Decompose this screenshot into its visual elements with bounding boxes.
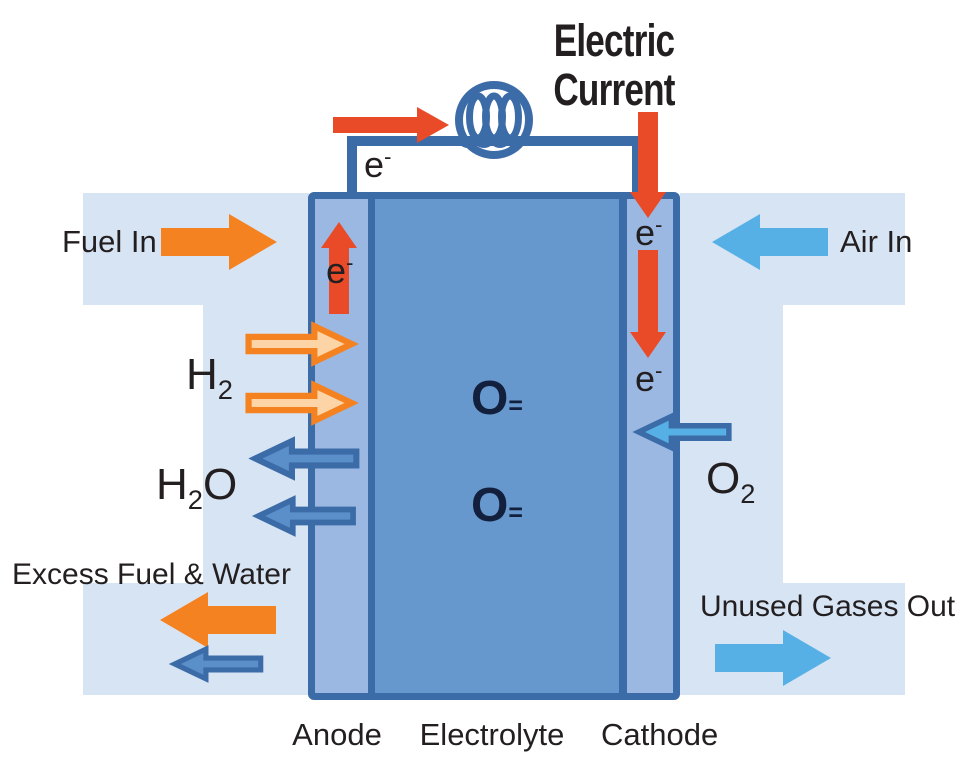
inductor-coil-icon — [455, 81, 533, 159]
h2o-arrow-1 — [248, 436, 360, 481]
electron-symbol: e — [635, 358, 656, 399]
title-line-2: Current — [553, 64, 675, 115]
air-in-arrow — [712, 214, 828, 270]
excess-water-arrow — [168, 645, 264, 683]
h2-arrow-1 — [245, 321, 359, 367]
oxide-charge: = — [508, 499, 523, 527]
electron-arrow-cathode-down — [630, 250, 666, 358]
oxide-ion-label-1: O= — [471, 372, 523, 425]
fuel-in-label: Fuel In — [62, 224, 157, 259]
h2-arrow-2 — [245, 380, 359, 426]
oxide-charge: = — [508, 392, 523, 420]
unused-gases-out-label: Unused Gases Out — [700, 590, 956, 623]
anode-electrolyte-boundary — [368, 199, 375, 693]
fuel-in-arrow — [161, 214, 277, 270]
excess-fuel-water-label: Excess Fuel & Water — [12, 558, 291, 591]
electron-symbol: e — [635, 212, 656, 253]
air-in-label: Air In — [840, 224, 913, 259]
o2-label: O2 — [706, 454, 755, 507]
o2-symbol: O — [706, 454, 741, 503]
o2-arrow — [632, 412, 732, 452]
circuit-wire-right — [632, 140, 642, 196]
anode-label: Anode — [292, 717, 382, 752]
diagram-title: Electric Current — [536, 16, 692, 114]
electron-charge: - — [655, 212, 663, 237]
h2-subscript: 2 — [217, 373, 233, 405]
h2o-h-symbol: H — [156, 460, 188, 509]
cathode-label: Cathode — [601, 717, 719, 752]
excess-fuel-arrow — [160, 592, 276, 648]
title-line-1: Electric — [553, 15, 675, 66]
h2o-subscript: 2 — [187, 483, 203, 515]
electron-label-cathode-1: e- — [635, 212, 663, 253]
oxide-symbol: O — [471, 372, 509, 425]
electron-label-cathode-2: e- — [635, 358, 663, 399]
electrolyte-cathode-boundary — [619, 199, 627, 693]
electron-label-anode: e- — [326, 250, 354, 291]
electron-charge: - — [655, 358, 663, 383]
unused-gases-out-arrow — [715, 630, 831, 686]
current-arrow-top — [333, 107, 449, 143]
fuel-cell-stack — [308, 192, 680, 700]
electrolyte-label: Electrolyte — [419, 717, 565, 752]
electron-symbol: e — [364, 144, 385, 185]
electrolyte-layer — [375, 199, 619, 693]
o2-subscript: 2 — [740, 477, 756, 509]
h2-symbol: H — [186, 350, 218, 399]
oxide-ion-label-2: O= — [471, 479, 523, 532]
electron-symbol: e — [326, 250, 347, 291]
electron-charge: - — [384, 144, 392, 169]
oxide-symbol: O — [471, 479, 509, 532]
electron-arrow-anode-up — [321, 222, 357, 314]
h2o-label: H2O — [156, 460, 238, 513]
circuit-wire-left — [347, 140, 357, 196]
electron-charge: - — [346, 250, 354, 275]
electron-label-wire: e- — [364, 144, 392, 185]
h2o-arrow-2 — [251, 495, 356, 537]
current-arrow-into-cathode — [630, 112, 666, 218]
h2-label: H2 — [186, 350, 233, 403]
h2o-o-symbol: O — [202, 460, 238, 509]
